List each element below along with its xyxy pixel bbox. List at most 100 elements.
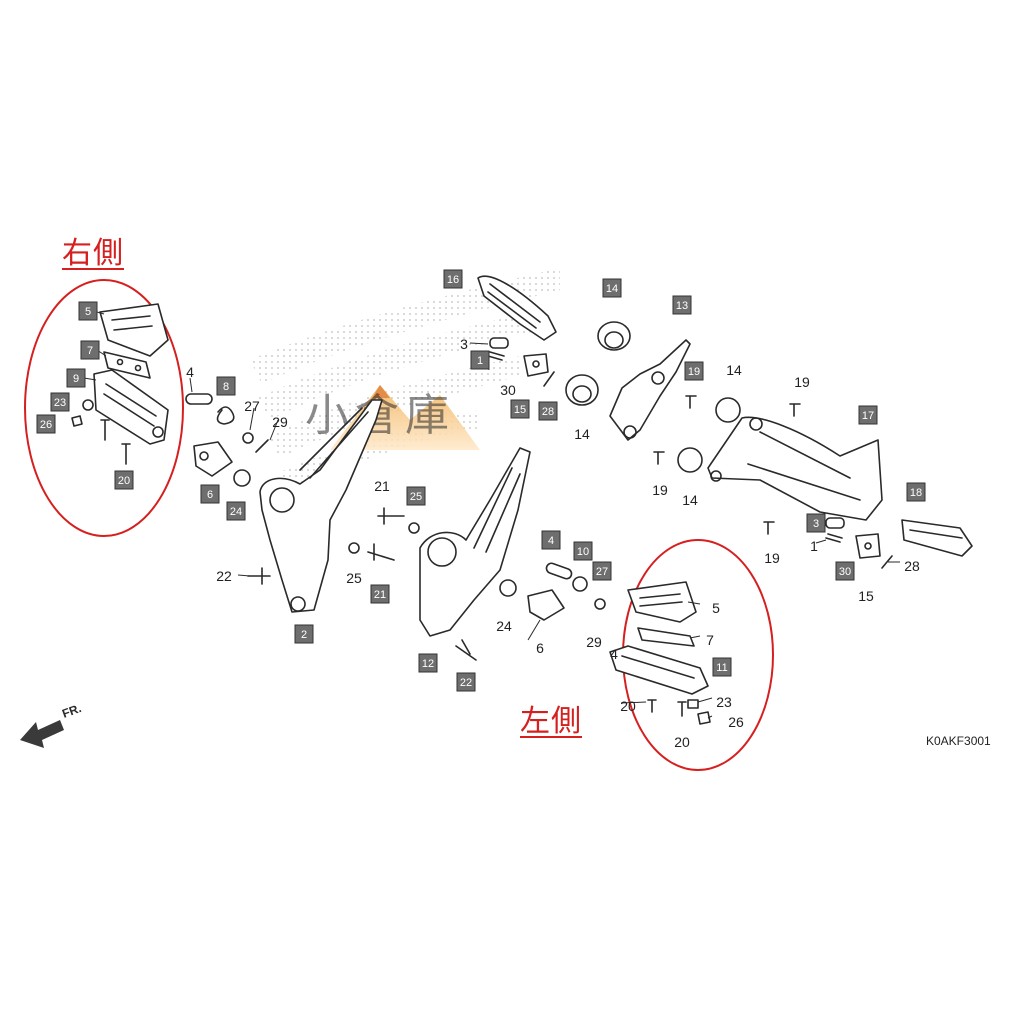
- left-side-label: 左側: [520, 704, 582, 739]
- callout-number: 11: [716, 662, 727, 674]
- callout-box-c20r: 20: [114, 470, 134, 490]
- callout-box: [226, 501, 246, 521]
- callout-box-c7r: 7: [80, 340, 100, 360]
- callout-label-p23l: 23: [716, 694, 732, 710]
- callout-box-c3b: 3: [806, 513, 826, 533]
- callout-box: [80, 340, 100, 360]
- callout-label-p6l: 6: [536, 640, 544, 656]
- callout-box-c11: 11: [712, 657, 732, 677]
- spring-1-a: [487, 351, 505, 361]
- callout-label-p14a: 14: [574, 426, 590, 442]
- right-main-bracket: [259, 399, 383, 613]
- cotter-29: [255, 439, 269, 453]
- washer-25-b: [348, 542, 360, 554]
- washer-24: [233, 469, 251, 487]
- left-footpeg-cover: [627, 581, 697, 623]
- callout-box: [470, 350, 490, 370]
- callout-number: 23: [54, 397, 66, 409]
- callout-box: [538, 401, 558, 421]
- callout-box-c21b: 21: [370, 584, 390, 604]
- callout-box-c23r: 23: [50, 392, 70, 412]
- bolt-21-a: [377, 507, 405, 525]
- callout-box-c17: 17: [858, 405, 878, 425]
- bolt-19-c: [653, 451, 665, 465]
- left-bolt-20a: [647, 699, 657, 713]
- callout-label-p25a: 25: [346, 570, 362, 586]
- right-bolt-20a: [100, 419, 110, 441]
- callout-box: [592, 561, 612, 581]
- spring-1-b: [825, 533, 843, 543]
- callout-box: [406, 486, 426, 506]
- right-washer-23: [82, 399, 94, 411]
- plate-15-a: [523, 353, 549, 377]
- callout-number: 1: [477, 355, 483, 367]
- spring-8: [216, 406, 235, 425]
- rear-bracket-13: [609, 339, 691, 441]
- callout-number: 7: [87, 345, 93, 357]
- callout-box: [370, 584, 390, 604]
- leader-lines: [83, 311, 900, 719]
- callout-number: 21: [374, 589, 386, 601]
- callout-number: 5: [85, 306, 91, 318]
- left-bolt-20b: [677, 701, 687, 717]
- callout-box: [906, 482, 926, 502]
- callout-box: [510, 399, 530, 419]
- callout-box: [50, 392, 70, 412]
- callout-number: 3: [813, 518, 819, 530]
- callout-label-p4l: 4: [610, 646, 618, 662]
- bolt-21-b: [367, 543, 395, 561]
- callout-number: 9: [73, 373, 79, 385]
- callout-number: 26: [40, 419, 52, 431]
- callout-box-c22b: 22: [456, 672, 476, 692]
- right-footpeg-body: [93, 369, 169, 445]
- right-footpeg-plate: [103, 351, 151, 379]
- bolt-22-b: [455, 639, 477, 661]
- callout-box-c9r: 9: [66, 368, 86, 388]
- bolt-19-d: [763, 521, 775, 535]
- callout-box-c5r: 5: [78, 301, 98, 321]
- callout-box: [684, 361, 704, 381]
- callout-box: [66, 368, 86, 388]
- callout-box: [712, 657, 732, 677]
- watermark-text: 小倉庫: [305, 391, 455, 440]
- callout-box: [456, 672, 476, 692]
- callout-box: [200, 484, 220, 504]
- callout-box: [294, 624, 314, 644]
- callout-box-c24r: 24: [226, 501, 246, 521]
- callout-box: [806, 513, 826, 533]
- callout-number: 14: [606, 283, 618, 295]
- callout-box-c25: 25: [406, 486, 426, 506]
- callout-label-p3a: 3: [460, 336, 468, 352]
- left-footpeg-plate: [637, 627, 695, 647]
- cotter-28-b: [881, 555, 893, 569]
- left-footpeg-body: [609, 645, 709, 695]
- callout-number: 10: [577, 546, 589, 558]
- rear-footpeg-16: [477, 275, 557, 341]
- callout-label-p14c: 14: [682, 492, 698, 508]
- left-nut-23: [687, 699, 699, 709]
- callout-number: 28: [542, 406, 554, 418]
- callout-number: 2: [301, 629, 307, 641]
- pin-3-b: [825, 517, 845, 529]
- callout-box-c14top: 14: [602, 278, 622, 298]
- callout-label-p22a: 22: [216, 568, 232, 584]
- callout-box-c15a: 15: [510, 399, 530, 419]
- callout-label-p14b: 14: [726, 362, 742, 378]
- callout-box: [443, 269, 463, 289]
- right-bolt-20b: [121, 443, 131, 465]
- callout-box: [78, 301, 98, 321]
- callout-box-c19a: 19: [684, 361, 704, 381]
- callout-number: 17: [862, 410, 874, 422]
- rear-footpeg-18: [901, 519, 973, 557]
- callout-label-p19b: 19: [794, 374, 810, 390]
- diagram-code: K0AKF3001: [926, 734, 991, 748]
- callout-label-p19d: 19: [764, 550, 780, 566]
- callout-number: 25: [410, 491, 422, 503]
- callout-box: [835, 561, 855, 581]
- callout-label-p1b: 1: [810, 538, 818, 554]
- spring-10: [572, 576, 588, 592]
- callout-label-p5l: 5: [712, 600, 720, 616]
- rear-bracket-17: [707, 416, 883, 521]
- rubber-14-lower: [677, 447, 703, 473]
- callout-box-c13: 13: [672, 295, 692, 315]
